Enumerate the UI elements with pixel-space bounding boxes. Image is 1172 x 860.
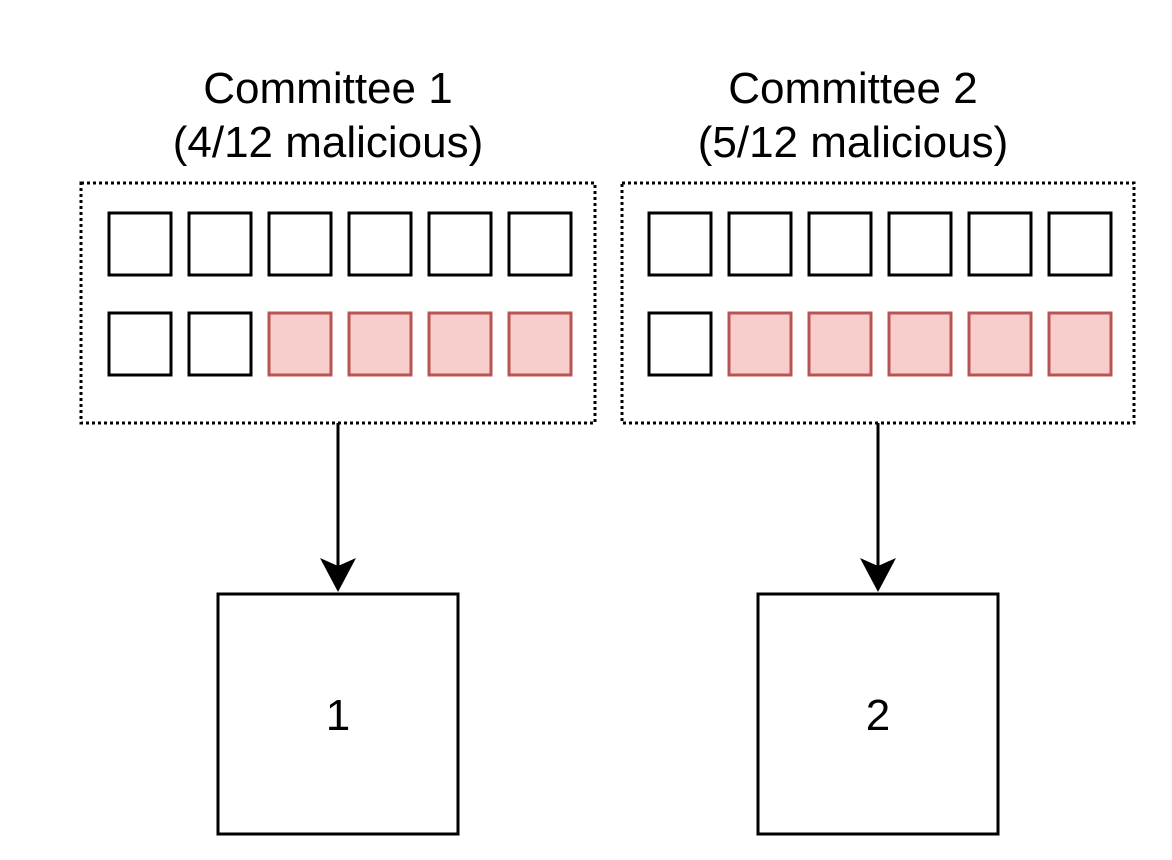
honest-member	[967, 211, 1033, 277]
honest-member	[887, 211, 953, 277]
honest-member	[107, 311, 173, 377]
block-1-label: 1	[326, 691, 350, 740]
committee-2-members	[647, 211, 1113, 377]
committee-2-name: Committee 2	[728, 64, 978, 113]
committee-1-members	[107, 211, 573, 377]
honest-member	[107, 211, 173, 277]
malicious-member	[727, 311, 793, 377]
honest-member	[427, 211, 493, 277]
malicious-member	[887, 311, 953, 377]
honest-member	[1047, 211, 1113, 277]
honest-member	[507, 211, 573, 277]
committee-2-arrowhead	[860, 558, 896, 592]
honest-member	[187, 211, 253, 277]
committee-1-group: 1	[79, 181, 597, 836]
honest-member	[647, 311, 713, 377]
malicious-member	[807, 311, 873, 377]
block-2-box	[756, 592, 1000, 836]
honest-member	[267, 211, 333, 277]
block-1-box	[216, 592, 460, 836]
malicious-member	[347, 311, 413, 377]
honest-member	[187, 311, 253, 377]
committee-2-malicious-ratio: (5/12 malicious)	[697, 118, 1009, 167]
committee-1-name: Committee 1	[203, 64, 453, 113]
honest-member	[807, 211, 873, 277]
honest-member	[647, 211, 713, 277]
committee-1-title: Committee 1 (4/12 malicious)	[118, 62, 538, 170]
malicious-member	[967, 311, 1033, 377]
committee-2-title: Committee 2 (5/12 malicious)	[643, 62, 1063, 170]
block-2-label: 2	[866, 691, 890, 740]
honest-member	[727, 211, 793, 277]
malicious-member	[1047, 311, 1113, 377]
malicious-member	[427, 311, 493, 377]
committee-2-group: 2	[620, 181, 1136, 836]
committee-1-malicious-ratio: (4/12 malicious)	[172, 118, 484, 167]
committee-1-arrowhead	[320, 558, 356, 592]
malicious-member	[267, 311, 333, 377]
malicious-member	[507, 311, 573, 377]
honest-member	[347, 211, 413, 277]
